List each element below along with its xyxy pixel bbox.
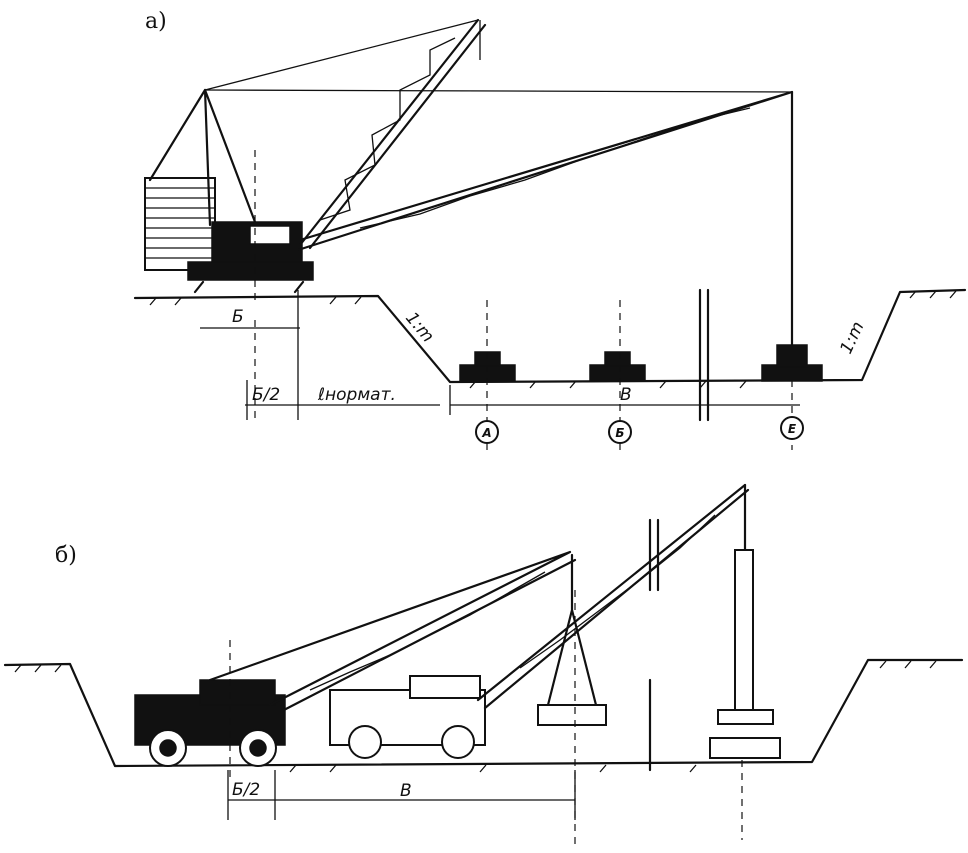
dim-lines-b xyxy=(227,770,576,820)
short-boom xyxy=(204,18,487,250)
svg-text:А: А xyxy=(481,426,491,440)
truck-crane-white xyxy=(329,675,486,759)
panel-b-label: б) xyxy=(55,543,77,568)
dim-norm: ℓнормат. xyxy=(317,385,396,405)
boom-b1-lattice xyxy=(309,571,546,691)
truck-crane-dark xyxy=(134,679,286,767)
boom-b2 xyxy=(476,483,750,710)
panel-a: а) xyxy=(133,9,967,450)
crawler-crane-body xyxy=(187,221,314,294)
dim-span-b: В xyxy=(400,781,412,801)
panel-a-label: а) xyxy=(145,9,167,34)
slope-left: 1:m xyxy=(401,308,438,346)
axis-marker-e: Е xyxy=(780,416,804,440)
axis-marker-a: А xyxy=(475,420,499,444)
footing-b xyxy=(589,351,646,382)
dim-lines-a xyxy=(200,290,800,420)
dim-span-a: В xyxy=(620,385,632,405)
svg-text:Е: Е xyxy=(788,422,797,436)
column xyxy=(709,483,781,759)
dim-base: Б xyxy=(232,307,244,327)
axis-lines-b xyxy=(229,590,743,850)
dim-half-base-b: Б/2 xyxy=(232,780,260,800)
ground-hatching-b xyxy=(14,660,937,773)
dim-half-base-a: Б/2 xyxy=(252,385,280,405)
ground-hatching-a xyxy=(149,290,957,389)
counterweight-stack xyxy=(144,177,216,271)
suspended-load xyxy=(537,553,607,726)
boom-b2-lattice xyxy=(519,514,716,669)
trench-profile-b xyxy=(3,658,964,768)
long-boom xyxy=(204,89,794,347)
panel-b: б) xyxy=(3,483,964,850)
slope-right: 1:m xyxy=(836,319,868,357)
break-mark-a xyxy=(698,288,710,422)
crane-mast xyxy=(148,88,257,227)
svg-text:Б: Б xyxy=(615,426,624,440)
footing-e xyxy=(761,344,823,382)
axis-marker-b: Б xyxy=(608,420,632,444)
break-mark-b xyxy=(648,518,660,772)
trench-profile-a xyxy=(133,288,967,384)
